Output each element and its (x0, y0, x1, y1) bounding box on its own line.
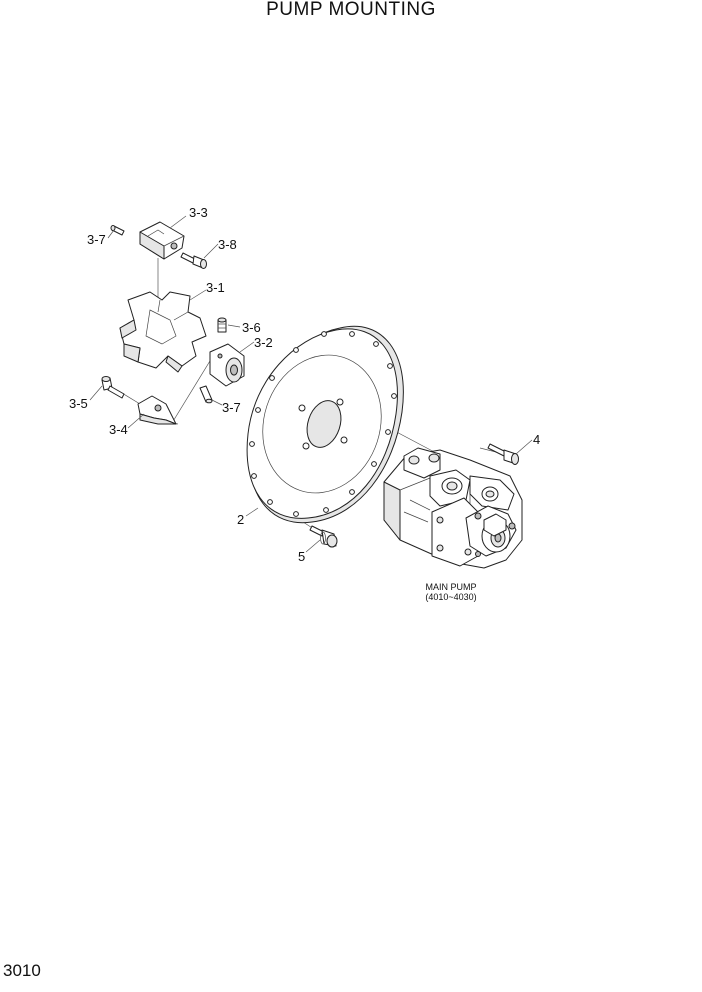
callout-5: 5 (298, 549, 305, 564)
main-pump-range: (4010~4030) (425, 592, 476, 602)
callout-labels: 3-3 3-7 3-8 3-1 3-6 3-2 3-5 3-7 3-4 2 5 … (69, 205, 540, 564)
callout-3-3: 3-3 (189, 205, 208, 220)
spring-pin-part-3-7-top (110, 225, 125, 236)
main-pump-illustration (383, 447, 523, 569)
set-screw-part-3-6 (217, 317, 227, 333)
callout-3-1: 3-1 (206, 280, 225, 295)
callout-3-2: 3-2 (254, 335, 273, 350)
callout-3-7-middle: 3-7 (222, 400, 241, 415)
callout-2: 2 (237, 512, 244, 527)
callout-4: 4 (533, 432, 540, 447)
callout-3-6: 3-6 (242, 320, 261, 335)
callout-leaders (89, 215, 533, 553)
callout-3-7-top: 3-7 (87, 232, 106, 247)
callout-3-5: 3-5 (69, 396, 88, 411)
coupling-element-part-3-1 (119, 291, 207, 373)
plate-part-2 (246, 325, 404, 524)
page-number: 3010 (3, 961, 41, 980)
page-title: PUMP MOUNTING (266, 0, 436, 20)
cap-screw-part-4 (487, 443, 519, 465)
clamp-part-3-4 (137, 395, 177, 425)
main-pump-caption: MAIN PUMP (4010~4030) (425, 582, 476, 602)
hub-part-3-2 (209, 343, 245, 387)
flange-bolt-part-5 (309, 525, 338, 548)
clamp-part-3-3 (139, 221, 185, 260)
spring-pin-part-3-7-middle (199, 385, 213, 404)
cap-screw-part-3-5 (101, 376, 125, 399)
cap-screw-part-3-8 (180, 252, 207, 269)
callout-3-8: 3-8 (218, 237, 237, 252)
main-pump-label: MAIN PUMP (425, 582, 476, 592)
callout-3-4: 3-4 (109, 422, 128, 437)
